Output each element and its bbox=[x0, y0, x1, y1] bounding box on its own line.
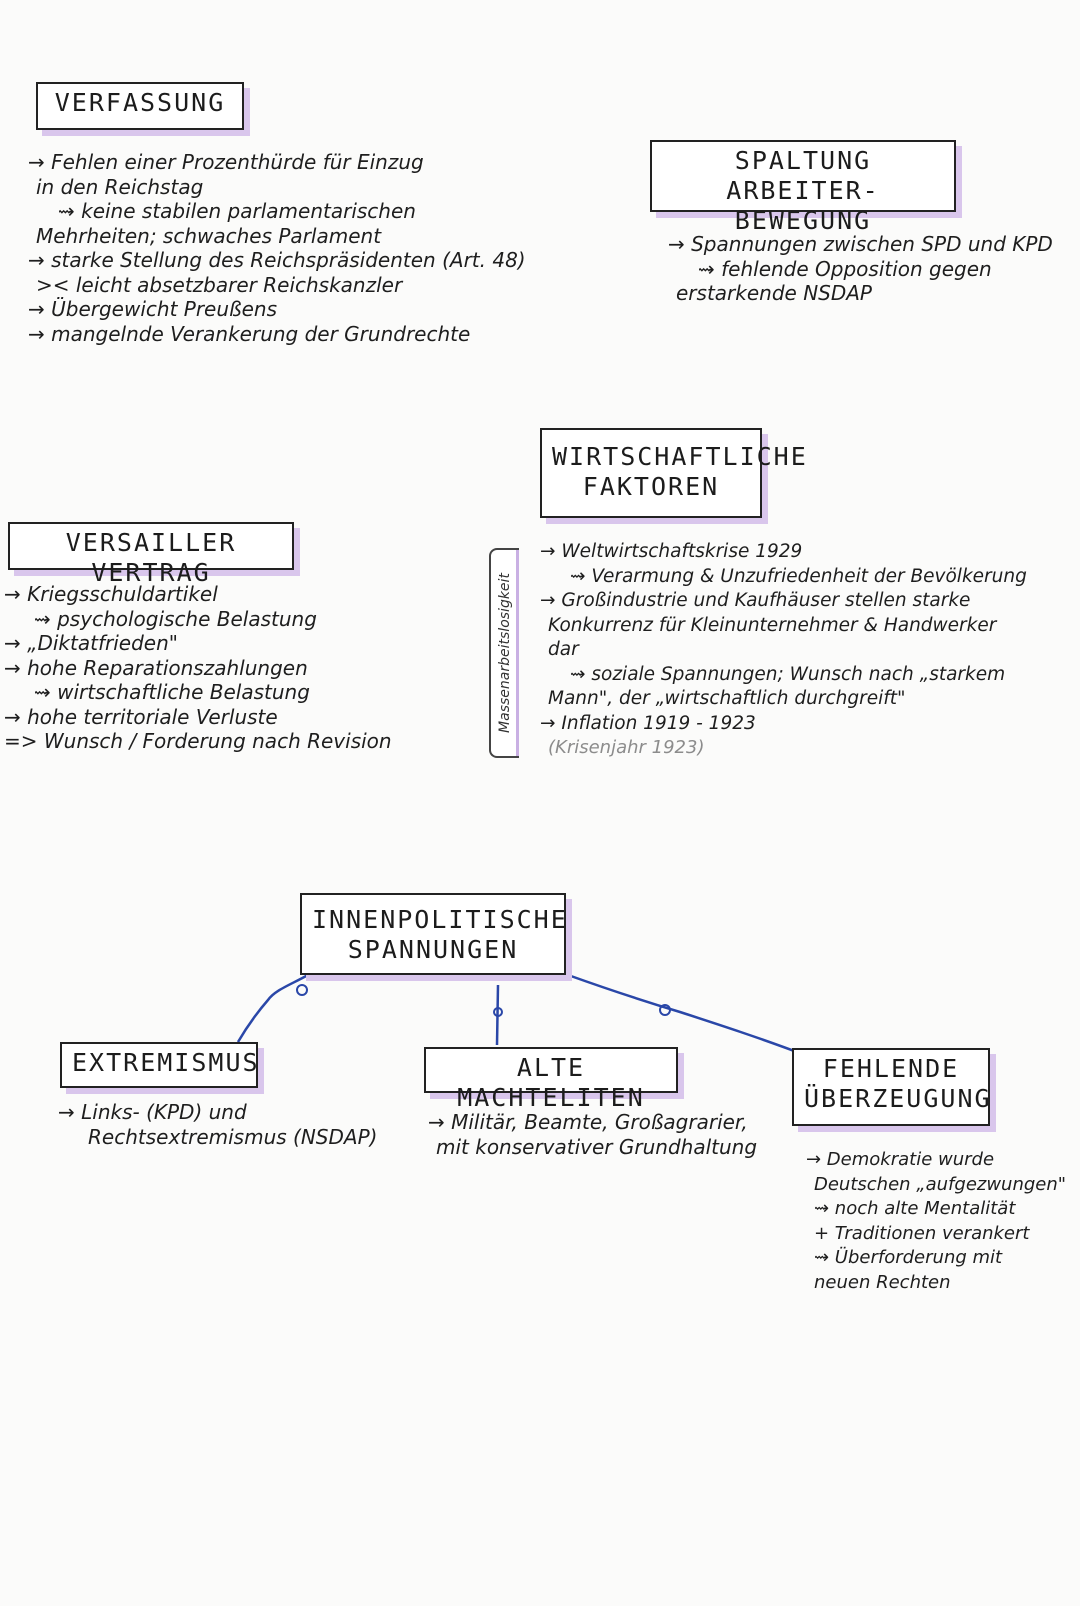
verfassung-line: → Übergewicht Preußens bbox=[28, 297, 278, 321]
wirtschaft-notes: → Weltwirtschaftskrise 1929 ⇝ Verarmung … bbox=[540, 540, 1027, 761]
ueberzeugung-line: neuen Rechten bbox=[814, 1271, 951, 1293]
eliten-heading: ALTE MACHTELITEN bbox=[424, 1047, 678, 1112]
verfassung-notes: → Fehlen einer Prozenthürde für Einzug i… bbox=[28, 150, 526, 346]
ueberzeugung-line: + Traditionen verankert bbox=[814, 1222, 1030, 1244]
wirtschaft-note: (Krisenjahr 1923) bbox=[548, 737, 705, 758]
verfassung-line: Mehrheiten; schwaches Parlament bbox=[36, 223, 382, 248]
connector-extremismus bbox=[236, 973, 309, 1043]
verfassung-line: → Fehlen einer Prozenthürde für Einzug bbox=[28, 150, 424, 174]
versailler-notes: → Kriegsschuldartikel ⇝ psychologische B… bbox=[4, 582, 392, 754]
spaltung-heading: SPALTUNG ARBEITER- BEWEGUNG bbox=[650, 140, 956, 235]
ueberzeugung-line: ⇝ Überforderung mit bbox=[814, 1247, 1003, 1268]
versailler-line: → hohe Reparationszahlungen bbox=[4, 655, 308, 680]
spaltung-line: erstarkende NSDAP bbox=[676, 281, 872, 305]
eliten-line: mit konservativer Grundhaltung bbox=[436, 1134, 758, 1159]
versailler-line: → Kriegsschuldartikel bbox=[4, 582, 218, 606]
wirtschaft-line: → Großindustrie und Kaufhäuser stellen s… bbox=[540, 590, 971, 611]
versailler-line: → hohe territoriale Verluste bbox=[4, 704, 278, 729]
connector-knot-left bbox=[296, 984, 308, 996]
ueberzeugung-heading: FEHLENDE ÜBERZEUGUNG bbox=[792, 1048, 990, 1126]
verfassung-line: → starke Stellung des Reichspräsidenten … bbox=[28, 248, 526, 272]
verfassung-line: >< leicht absetzbarer Reichskanzler bbox=[36, 272, 403, 297]
ueberzeugung-line: ⇝ noch alte Mentalität bbox=[814, 1198, 1016, 1219]
ueberzeugung-notes: → Demokratie wurde Deutschen „aufgezwung… bbox=[806, 1148, 1066, 1295]
extremismus-notes: → Links- (KPD) und Rechtsextremismus (NS… bbox=[58, 1100, 377, 1149]
spaltung-notes: → Spannungen zwischen SPD und KPD ⇝ fehl… bbox=[668, 232, 1053, 306]
wirtschaft-line: → Inflation 1919 - 1923 bbox=[540, 712, 756, 734]
ueberzeugung-line: → Demokratie wurde bbox=[806, 1149, 995, 1170]
connector-ueberzeugung bbox=[567, 973, 806, 1057]
eliten-line: → Militär, Beamte, Großagrarier, bbox=[428, 1110, 748, 1134]
wirtschaft-heading: WIRTSCHAFTLICHE FAKTOREN bbox=[540, 428, 806, 518]
wirtschaft-line: Konkurrenz für Kleinunternehmer & Handwe… bbox=[548, 614, 997, 636]
verfassung-heading: VERFASSUNG bbox=[36, 82, 244, 130]
wirtschaft-line: Mann", der „wirtschaftlich durchgreift" bbox=[548, 688, 906, 709]
versailler-heading: VERSAILLER VERTRAG bbox=[8, 522, 294, 587]
connector-knot-middle bbox=[493, 1007, 503, 1017]
versailler-line: ⇝ psychologische Belastung bbox=[34, 606, 317, 631]
extremismus-line: Rechtsextremismus (NSDAP) bbox=[88, 1124, 378, 1149]
center-heading: INNENPOLITISCHE SPANNUNGEN bbox=[300, 893, 566, 975]
ueberzeugung-line: Deutschen „aufgezwungen" bbox=[814, 1173, 1067, 1195]
spaltung-line: → Spannungen zwischen SPD und KPD bbox=[668, 232, 1053, 256]
versailler-line: → „Diktatfrieden" bbox=[4, 631, 178, 655]
wirtschaft-line: → Weltwirtschaftskrise 1929 bbox=[540, 541, 803, 562]
connector-knot-right bbox=[659, 1004, 671, 1016]
verfassung-line: in den Reichstag bbox=[36, 174, 204, 199]
verfassung-line: ⇝ keine stabilen parlamentarischen bbox=[58, 199, 416, 223]
versailler-line: ⇝ wirtschaftliche Belastung bbox=[34, 680, 310, 704]
spaltung-line: ⇝ fehlende Opposition gegen bbox=[698, 256, 992, 281]
extremismus-line: → Links- (KPD) und bbox=[58, 1100, 247, 1124]
verfassung-line: → mangelnde Verankerung der Grundrechte bbox=[28, 321, 471, 346]
eliten-notes: → Militär, Beamte, Großagrarier, mit kon… bbox=[428, 1110, 757, 1159]
extremismus-heading: EXTREMISMUS bbox=[60, 1042, 258, 1088]
wirtschaft-line: ⇝ soziale Spannungen; Wunsch nach „stark… bbox=[570, 663, 1006, 685]
wirtschaft-line: dar bbox=[548, 639, 579, 660]
versailler-line: => Wunsch / Forderung nach Revision bbox=[4, 729, 392, 753]
wirtschaft-line: ⇝ Verarmung & Unzufriedenheit der Bevölk… bbox=[570, 565, 1027, 587]
massenarbeitslosigkeit-bracket: Massenarbeitslosigkeit bbox=[489, 548, 519, 758]
